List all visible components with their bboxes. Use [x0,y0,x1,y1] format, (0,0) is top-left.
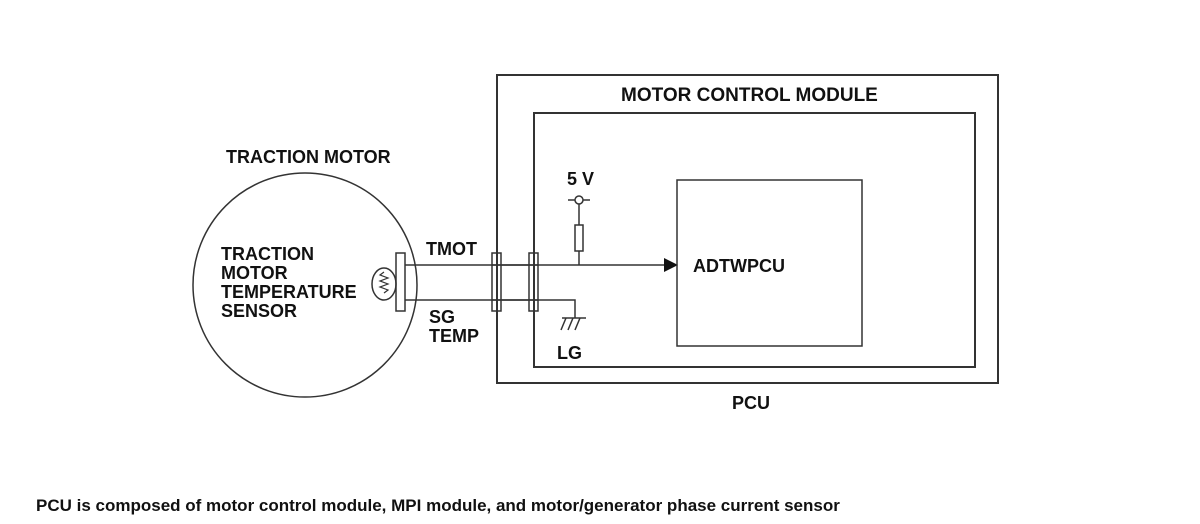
five-volt-label: 5 V [567,169,594,189]
traction-motor-label: TRACTION MOTOR [226,147,391,167]
caption-text: PCU is composed of motor control module,… [36,496,840,515]
pcu-box [496,74,999,384]
pcu-connector-inner [528,252,539,312]
sensor-label-line2: MOTOR [221,263,288,283]
pcu-connector-outer [491,252,502,312]
lg-label: LG [557,343,582,363]
motor-control-module-box [533,112,976,368]
thermistor-icon [371,267,397,301]
traction-motor-circle [192,172,418,398]
sensor-label-line3: TEMPERATURE [221,282,357,302]
sensor-label-line4: SENSOR [221,301,297,321]
adtwpcu-box [676,179,863,347]
sg-label: SG [429,307,455,327]
pull-up-resistor-icon [574,224,584,252]
adtwpcu-label: ADTWPCU [693,256,785,276]
signal-arrow-icon [664,258,678,272]
motor-connector [395,252,406,312]
voltage-source-icon [568,195,590,225]
sensor-label-line1: TRACTION [221,244,314,264]
motor-control-module-label: MOTOR CONTROL MODULE [621,85,878,106]
pcu-label: PCU [732,393,770,413]
sg-temp-wire [405,299,576,318]
ground-icon [560,317,586,331]
temp-label: TEMP [429,326,479,346]
tmot-label: TMOT [426,239,477,259]
